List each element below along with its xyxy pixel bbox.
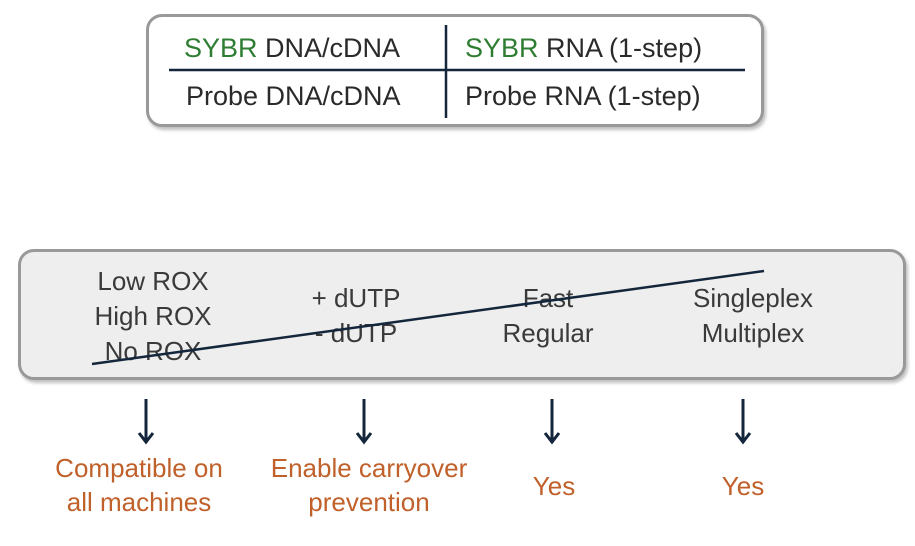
kit-probe-dna: Probe DNA/cDNA [186, 81, 401, 111]
option-rox-line: Low ROX [97, 266, 209, 296]
result-compatibility-line: all machines [66, 487, 212, 517]
sybr-label: SYBR [184, 33, 258, 63]
diagonal-strike-line [91, 269, 765, 366]
result-compatibility: Compatible on all machines [55, 451, 223, 519]
result-compatibility-line: Compatible on [55, 453, 223, 483]
kit-sybr-rna-rest: RNA (1-step) [538, 33, 703, 63]
result-speed: Yes [533, 469, 575, 503]
kit-sybr-rna: SYBR RNA (1-step) [465, 33, 702, 63]
result-carryover: Enable carryover prevention [271, 451, 468, 519]
option-plex: Singleplex Multiplex [693, 281, 813, 351]
option-rox-line: High ROX [94, 301, 212, 331]
result-carryover-line: prevention [308, 487, 430, 517]
kit-sybr-dna: SYBR DNA/cDNA [184, 33, 400, 63]
result-plex: Yes [722, 469, 764, 503]
down-arrow-icon [543, 399, 561, 445]
option-dutp-line: + dUTP [311, 283, 401, 313]
option-speed: Fast Regular [502, 281, 593, 351]
down-arrow-icon [355, 399, 373, 445]
option-plex-line: Multiplex [701, 318, 805, 348]
sybr-label: SYBR [465, 33, 539, 63]
kit-sybr-dna-rest: DNA/cDNA [257, 33, 401, 63]
down-arrow-icon [137, 399, 155, 445]
option-speed-line: Regular [502, 318, 594, 348]
kit-probe-rna: Probe RNA (1-step) [465, 81, 701, 111]
result-plex-line: Yes [721, 471, 765, 501]
result-speed-line: Yes [532, 471, 576, 501]
option-plex-line: Singleplex [693, 283, 813, 313]
down-arrow-icon [734, 399, 752, 445]
result-carryover-line: Enable carryover [270, 453, 468, 483]
